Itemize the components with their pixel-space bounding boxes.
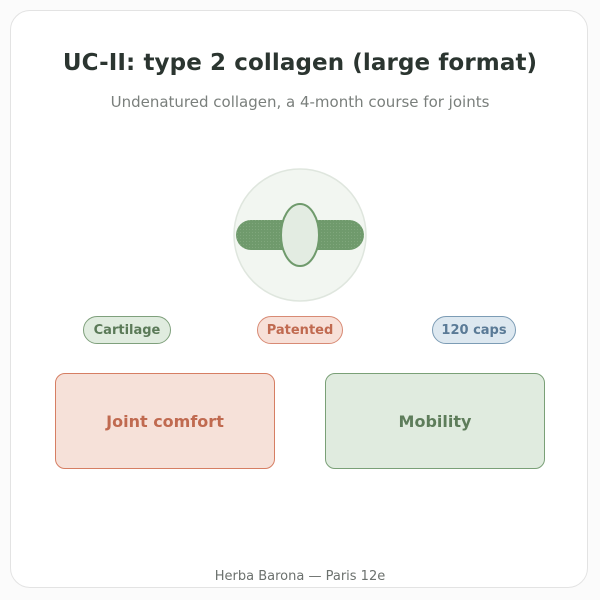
footer-store-info: Herba Barona — Paris 12e: [214, 569, 386, 584]
tag-cartilage: Cartilage: [83, 316, 171, 344]
tag-patented: Patented: [257, 316, 343, 344]
benefit-joint-comfort: Joint comfort: [55, 373, 275, 469]
capsule-icon: [233, 168, 367, 302]
page-subtitle: Undenatured collagen, a 4-month course f…: [110, 93, 490, 111]
capsule-center-oval: [280, 203, 320, 267]
benefit-mobility: Mobility: [325, 373, 545, 469]
tag-capsule-count: 120 caps: [432, 316, 516, 344]
page-title: UC-II: type 2 collagen (large format): [62, 50, 538, 76]
